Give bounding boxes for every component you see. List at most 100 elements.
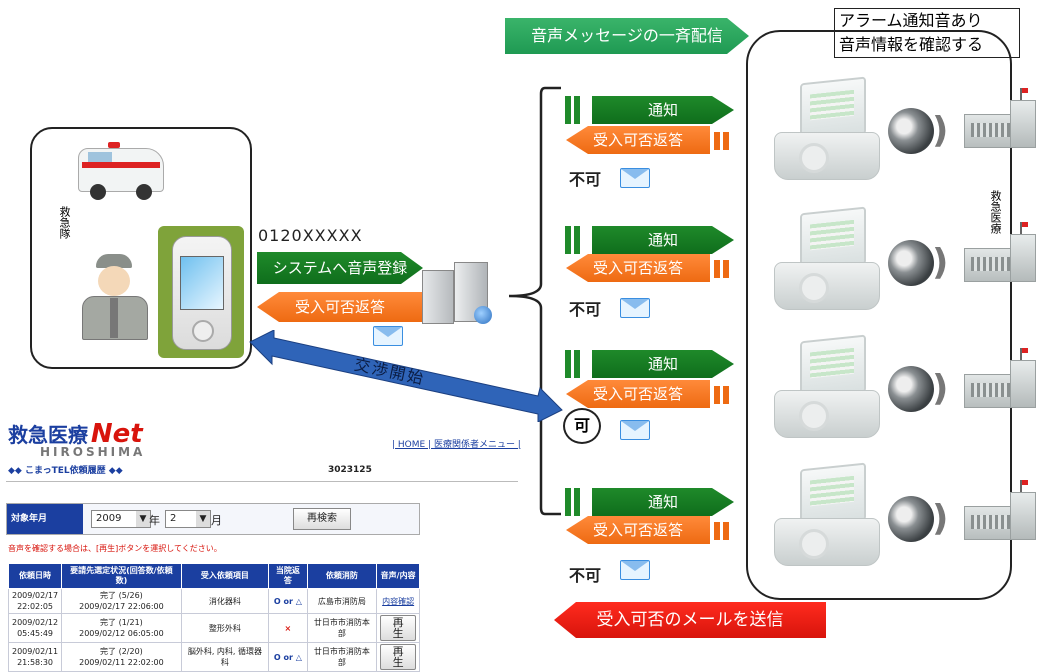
alarm-note-line1: アラーム通知音あり [839, 11, 983, 30]
terminal-icon-3 [772, 334, 882, 442]
mail-icon-1 [620, 168, 650, 188]
row-time: 22:02:05 [17, 602, 54, 611]
site-logo: 救急医療 Net [8, 419, 143, 449]
page-subtitle: ◆◆ こまっTEL依頼履歴 ◆◆ [8, 466, 123, 476]
status-1: 不可 [569, 170, 602, 189]
speaker-icon-4 [888, 496, 948, 542]
month-select[interactable]: 2 ▼ [165, 510, 211, 528]
row-status-time: 2009/02/12 06:05:00 [79, 629, 164, 638]
notify-arrow-1: 通知 [592, 96, 734, 124]
month-value: 2 [170, 513, 177, 524]
history-header-row: 依頼日時 要請先選定状況(回答数/依頼数) 受入依頼項目 当院返答 依頼消防 音… [7, 563, 420, 589]
mail-icon-2 [620, 298, 650, 318]
speaker-icon-1 [888, 108, 948, 154]
hospital-icon-3 [964, 348, 1036, 408]
row-time: 21:58:30 [17, 658, 54, 667]
send-mail-label: 受入可否のメールを送信 [596, 610, 784, 630]
play-button[interactable]: 再生 [380, 615, 416, 641]
row-date: 2009/02/17 [12, 591, 59, 600]
row-date: 2009/02/12 [12, 618, 59, 627]
col-reply: 当院返答 [268, 563, 308, 589]
mail-icon-4 [620, 560, 650, 580]
search-button[interactable]: 再検索 [293, 508, 351, 530]
register-label: システムへ音声登録 [272, 259, 408, 277]
speaker-icon-3 [888, 366, 948, 412]
hospital-icon-4 [964, 480, 1036, 540]
history-table: 依頼日時 要請先選定状況(回答数/依頼数) 受入依頼項目 当院返答 依頼消防 音… [7, 563, 420, 672]
mail-icon-3 [620, 420, 650, 440]
header-divider [6, 481, 518, 482]
server-icon [422, 262, 492, 324]
register-arrow: システムへ音声登録 [257, 252, 423, 284]
notify-bars-4 [565, 488, 587, 516]
reply-bars-2 [714, 260, 736, 288]
alarm-note-line2: 音声情報を確認する [839, 35, 984, 54]
paramedic-icon [76, 254, 154, 340]
target-label: 対象年月 [7, 504, 83, 534]
reply-arrow-left: 受入可否返答 [257, 292, 423, 322]
terminal-icon-2 [772, 206, 882, 314]
hospital-icon-1 [964, 88, 1036, 148]
row-item: 消化器科 [180, 588, 270, 614]
col-fire: 依頼消防 [306, 563, 378, 589]
reply-label-4: 受入可否返答 [592, 521, 683, 539]
phone-number: 0120XXXXX [258, 226, 363, 245]
logo-sub: HIROSHIMA [40, 445, 146, 459]
notify-bars-1 [565, 96, 587, 124]
row-status: 完了 (5/26) [100, 591, 143, 600]
dropdown-icon: ▼ [136, 511, 150, 527]
row-status-time: 2009/02/11 22:02:00 [79, 658, 164, 667]
user-id: 3023125 [328, 465, 372, 475]
notify-label-4: 通知 [647, 493, 678, 511]
reply-bars-1 [714, 132, 736, 160]
speaker-icon-2 [888, 240, 948, 286]
notify-bars-3 [565, 350, 587, 378]
page-links[interactable]: | HOME | 医療関係者メニュー | [392, 440, 521, 450]
ambulance-icon [78, 140, 170, 202]
reply-label-left: 受入可否返答 [294, 298, 385, 316]
reply-arrow-4: 受入可否返答 [566, 516, 710, 544]
reply-bars-3 [714, 386, 736, 414]
status-4: 不可 [569, 566, 602, 585]
reply-bars-4 [714, 522, 736, 550]
reply-arrow-2: 受入可否返答 [566, 254, 710, 282]
notify-bars-2 [565, 226, 587, 254]
col-date: 依頼日時 [7, 563, 63, 589]
row-fire: 廿日市市消防本部 [306, 613, 378, 643]
reply-label-1: 受入可否返答 [592, 131, 683, 149]
row-date: 2009/02/11 [12, 647, 59, 656]
terminal-icon-1 [772, 76, 882, 184]
table-row: 2009/02/17 22:02:05 完了 (5/26) 2009/02/17 2… [7, 588, 420, 614]
logo-main: 救急医療 [8, 423, 88, 447]
row-reply: O or △ [268, 588, 308, 614]
reply-label-3: 受入可否返答 [592, 385, 683, 403]
ambulance-crew-box [30, 127, 252, 369]
month-unit: 月 [211, 514, 222, 527]
negotiation-arrow [249, 330, 563, 422]
mail-icon [373, 326, 403, 346]
send-mail-arrow: 受入可否のメールを送信 [554, 602, 826, 638]
row-status-time: 2009/02/17 22:06:00 [79, 602, 164, 611]
reply-arrow-3: 受入可否返答 [566, 380, 710, 408]
broadcast-label: 音声メッセージの一斉配信 [531, 26, 723, 45]
row-status: 完了 (1/21) [100, 618, 143, 627]
broadcast-arrow: 音声メッセージの一斉配信 [505, 18, 749, 54]
status-2: 不可 [569, 300, 602, 319]
mobile-phone-icon [158, 226, 244, 358]
notify-arrow-2: 通知 [592, 226, 734, 254]
notify-label-3: 通知 [647, 355, 678, 373]
year-select[interactable]: 2009 ▼ [91, 510, 151, 528]
hospital-label: 救急医療 [989, 190, 1002, 234]
status-3-circle: 可 [563, 408, 601, 444]
notify-arrow-4: 通知 [592, 488, 734, 516]
notify-label-2: 通知 [647, 231, 678, 249]
col-item: 受入依頼項目 [180, 563, 270, 589]
play-button[interactable]: 再生 [380, 644, 416, 670]
table-row: 2009/02/12 05:45:49 完了 (1/21) 2009/02/12 0… [7, 613, 420, 643]
year-value: 2009 [96, 513, 122, 524]
row-status: 完了 (2/20) [100, 647, 143, 656]
status-3: 可 [573, 416, 590, 435]
content-confirm-link[interactable]: 内容確認 [382, 596, 415, 606]
row-time: 05:45:49 [17, 629, 54, 638]
distribution-bracket [508, 86, 561, 516]
